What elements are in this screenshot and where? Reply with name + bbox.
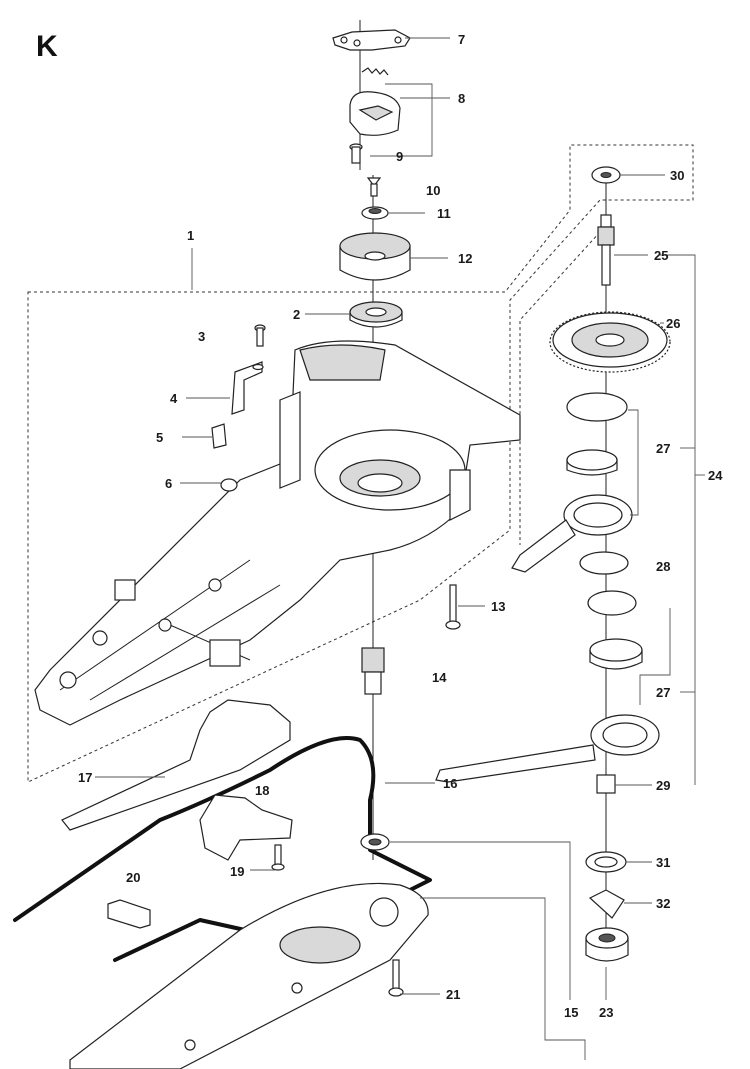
callout-31: 31 (656, 855, 670, 870)
callout-13: 13 (491, 599, 505, 614)
callout-25: 25 (654, 248, 668, 263)
callout-2: 2 (293, 307, 300, 322)
part-5-clip (211, 423, 227, 449)
part-2-bearing (349, 301, 403, 328)
part-27a-conrod (511, 494, 633, 573)
part-6-grommet (220, 478, 238, 492)
section-letter: K (36, 30, 58, 63)
part-23-bearing (585, 927, 629, 962)
part-17-plate (61, 699, 291, 831)
housing-assembly-boundary (27, 144, 694, 783)
callout-7: 7 (458, 32, 465, 47)
callout-28: 28 (656, 559, 670, 574)
callout-14: 14 (432, 670, 447, 685)
callout-20: 20 (126, 870, 140, 885)
callout-11: 11 (437, 206, 451, 221)
callout-5: 5 (156, 430, 163, 445)
part-32-washer (588, 889, 625, 919)
part-25-shaft (597, 214, 615, 286)
callout-24: 24 (708, 468, 723, 483)
callout-23: 23 (599, 1005, 613, 1020)
part-27b-eccentric (587, 590, 643, 670)
part-15-bushing (360, 833, 390, 851)
callout-labels: 7 8 9 10 11 12 1 2 3 4 5 6 13 14 17 16 1… (78, 32, 723, 1020)
callout-27-lower: 27 (656, 685, 670, 700)
part-14-pinion (361, 647, 385, 695)
callout-27-upper: 27 (656, 441, 670, 456)
leader-lines (95, 37, 705, 1060)
part-30-washer (591, 166, 621, 184)
part-28-disc (579, 551, 629, 575)
part-7-bracket (332, 29, 411, 51)
callout-26: 26 (666, 316, 680, 331)
part-10-screw (366, 177, 382, 197)
callout-1: 1 (187, 228, 194, 243)
part-11-bushing (361, 206, 389, 220)
part-12-cup (339, 232, 411, 281)
callout-30: 30 (670, 168, 684, 183)
callout-17: 17 (78, 770, 92, 785)
part-20-block (107, 899, 151, 929)
lower-cover (69, 882, 429, 1069)
callout-8: 8 (458, 91, 465, 106)
part-18-bracket (199, 794, 293, 861)
callout-32: 32 (656, 896, 670, 911)
callout-10: 10 (426, 183, 440, 198)
part-9-screw (349, 143, 363, 164)
part-4-bracket (231, 361, 264, 415)
part-31-ring (585, 851, 627, 873)
callout-9: 9 (396, 149, 403, 164)
part-19-screw (271, 844, 285, 871)
part-16-gasket (13, 736, 432, 962)
callout-12: 12 (458, 251, 472, 266)
callout-19: 19 (230, 864, 244, 879)
callout-4: 4 (170, 391, 178, 406)
part-13-bolt (445, 584, 461, 630)
part-27a-eccentric (566, 392, 628, 476)
part-3-screw (254, 324, 266, 347)
callout-3: 3 (198, 329, 205, 344)
part-21-bolt (388, 959, 404, 997)
callout-29: 29 (656, 778, 670, 793)
callout-6: 6 (165, 476, 172, 491)
part-1-housing (34, 340, 521, 726)
callout-18: 18 (255, 783, 269, 798)
part-8-lever-spring (349, 67, 401, 136)
part-26-gear (549, 311, 671, 373)
callout-21: 21 (446, 987, 460, 1002)
callout-16: 16 (443, 776, 457, 791)
callout-15: 15 (564, 1005, 578, 1020)
part-27b-conrod (435, 714, 660, 783)
part-29-sleeve (596, 774, 616, 794)
